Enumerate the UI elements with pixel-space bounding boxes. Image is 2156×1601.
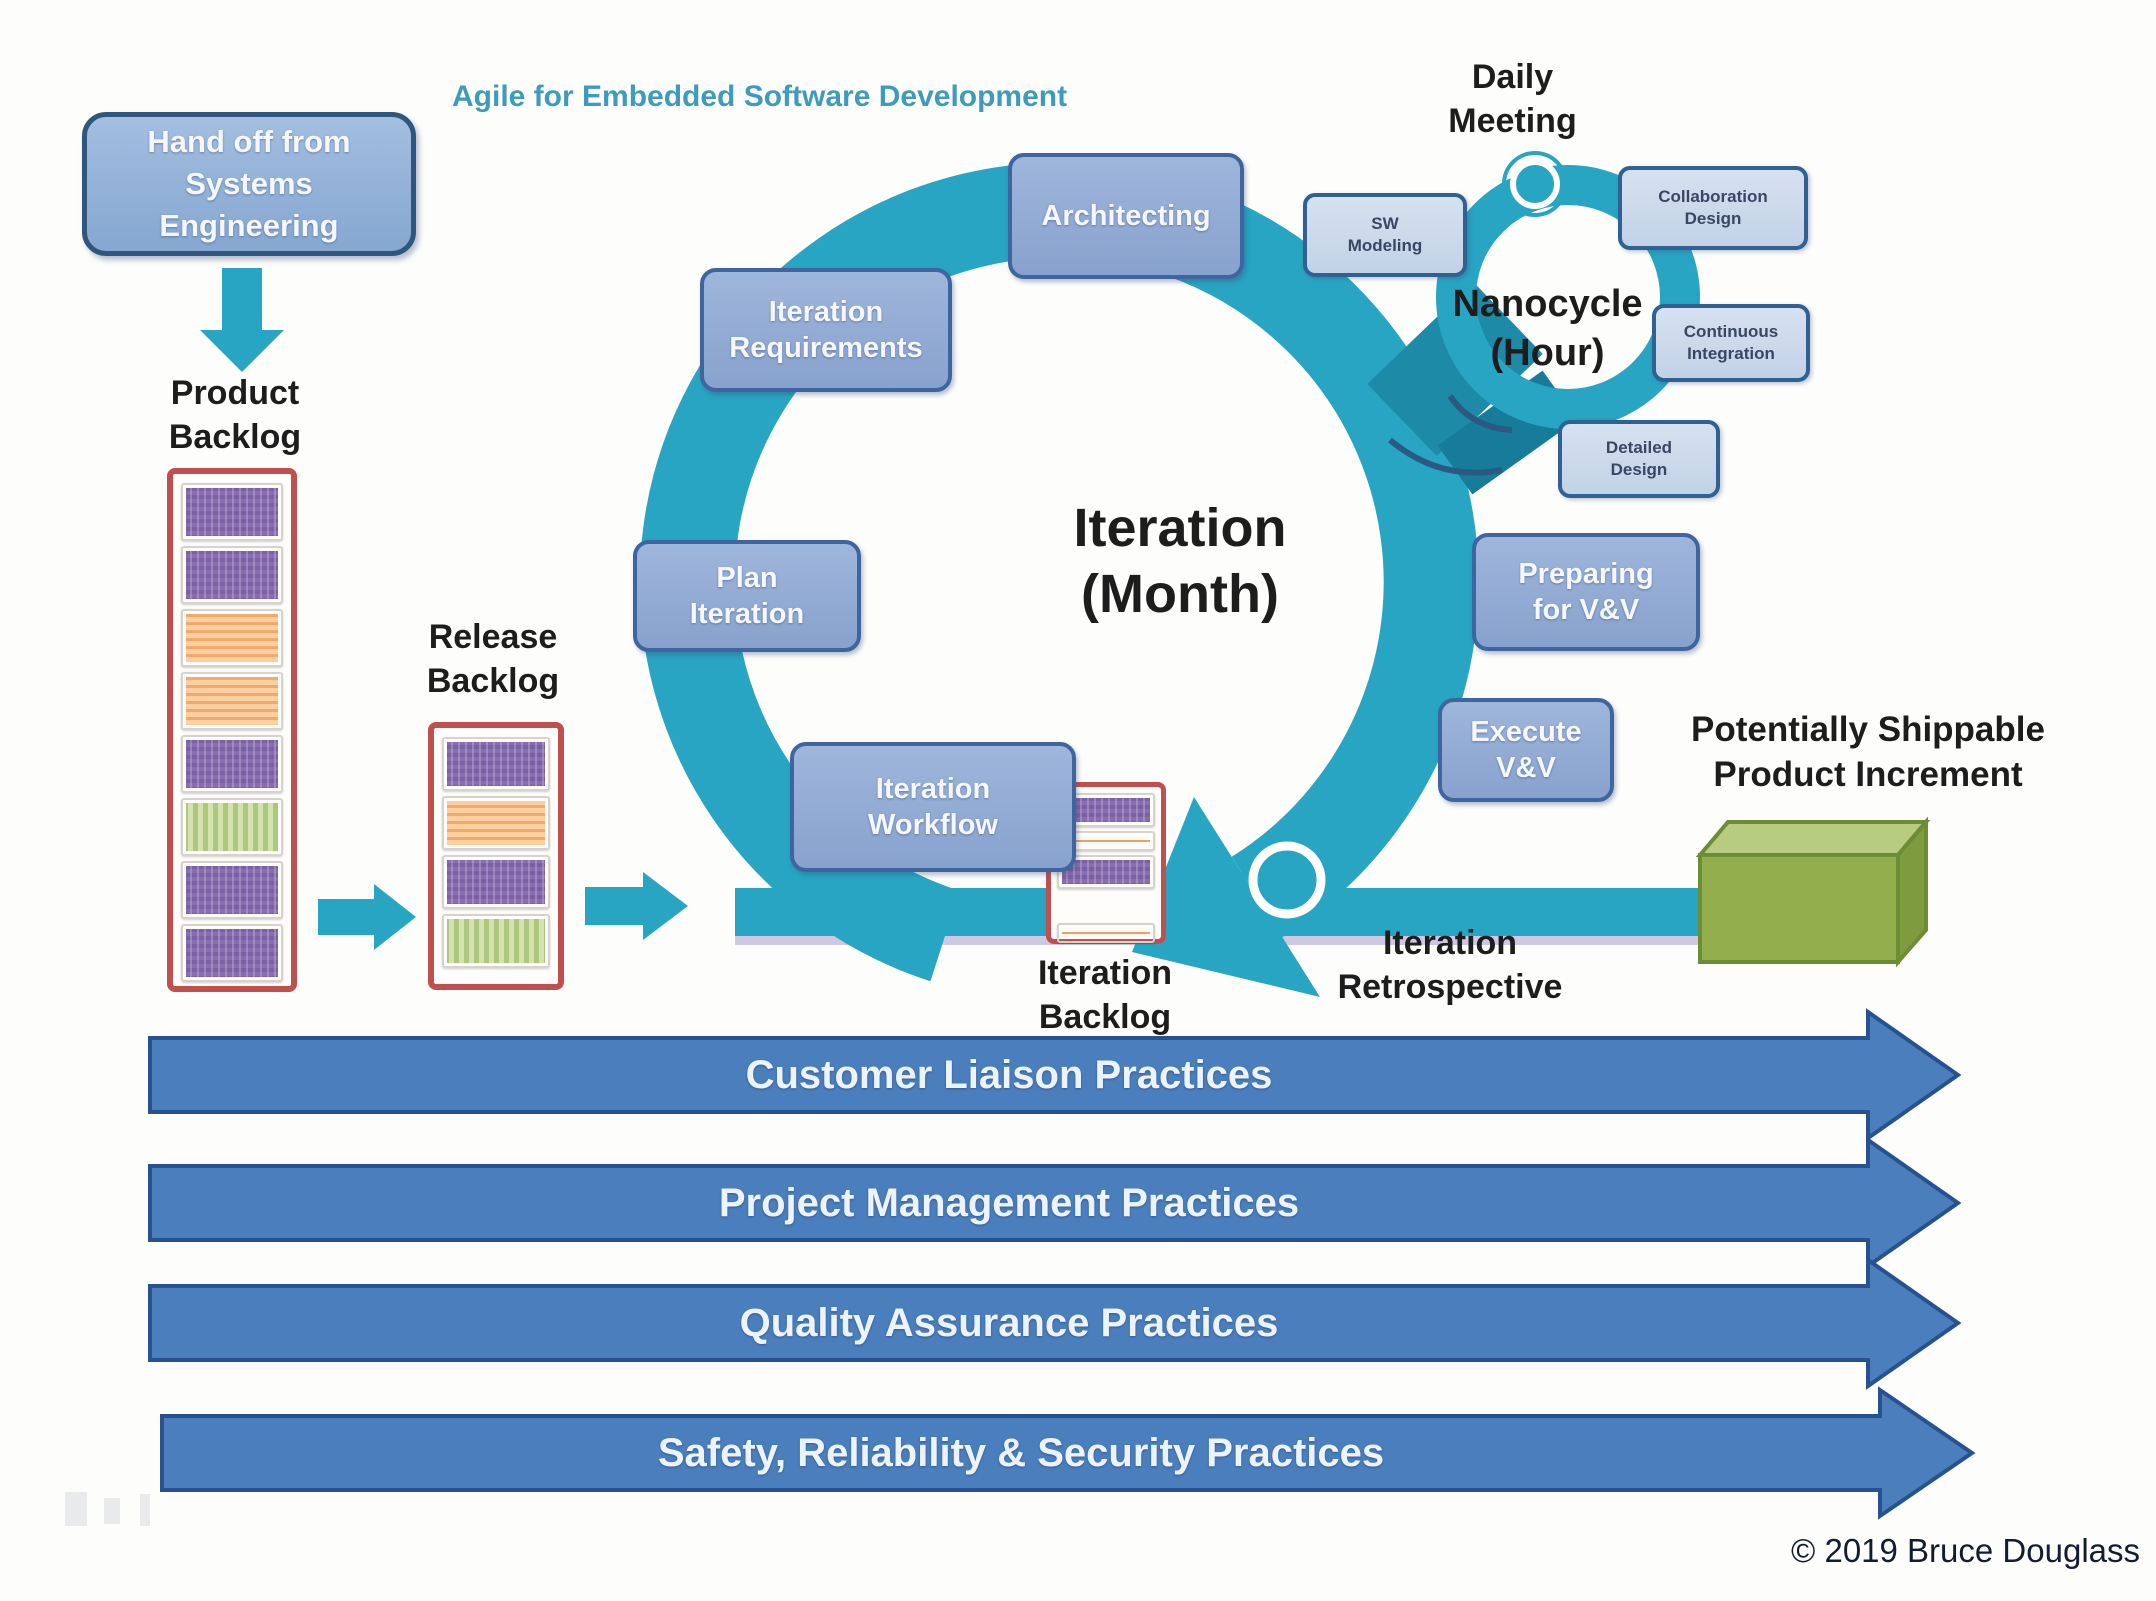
down-arrow-icon — [200, 330, 284, 372]
backlog-card-purple — [181, 861, 283, 919]
daily-meeting-label: Daily Meeting — [1448, 58, 1577, 140]
shippable-increment-label: Potentially Shippable Product Increment — [1691, 710, 2045, 794]
watermark-marks — [104, 1498, 120, 1524]
backlog-card-gap — [1057, 893, 1155, 919]
watermark-marks — [140, 1494, 150, 1526]
nano-stage-detailed-design: Detailed Design — [1558, 420, 1720, 498]
iteration-retrospective-label: Iteration Retrospective — [1337, 924, 1563, 1006]
cycle-arrowhead-icon — [1132, 797, 1320, 997]
stage-preparing-for-vv: Preparing for V&V — [1472, 533, 1700, 651]
practice-label-safety-reliability-security: Safety, Reliability & Security Practices — [657, 1430, 1385, 1475]
arrow-product-to-release-icon — [374, 884, 416, 950]
backlog-card-orange — [181, 672, 283, 730]
release-backlog — [428, 722, 564, 990]
nano-stage-collaboration-design: Collaboration Design — [1618, 166, 1808, 250]
nanocycle-ring — [1436, 165, 1700, 429]
watermark-marks — [65, 1492, 87, 1526]
practice-label-quality-assurance: Quality Assurance Practices — [739, 1300, 1279, 1345]
backlog-card-purple — [442, 855, 550, 909]
nano-stage-continuous-integration: Continuous Integration — [1652, 304, 1810, 382]
backlog-card-green — [442, 914, 550, 968]
flow-bar-shadow — [735, 936, 1907, 945]
backlog-card-purple — [181, 924, 283, 982]
connector-chevron-icon — [1447, 394, 1513, 433]
daily-meeting-marker-outer — [1502, 151, 1568, 217]
iteration-backlog-label: Iteration Backlog — [1037, 954, 1173, 1036]
practice-arrow-project-management — [148, 1136, 1962, 1270]
practice-arrow-quality-assurance — [148, 1256, 1962, 1390]
copyright-text: © 2019 Bruce Douglass — [1790, 1532, 2140, 1569]
connector-chevron-icon — [1388, 437, 1503, 476]
arrow-release-to-flow-icon — [643, 872, 688, 940]
practice-label-project-management: Project Management Practices — [718, 1180, 1300, 1225]
retrospective-marker-icon — [1248, 841, 1326, 919]
arrow-product-to-release-shaft — [318, 899, 374, 935]
backlog-card-purple — [1057, 793, 1155, 827]
practice-label-customer-liaison: Customer Liaison Practices — [745, 1052, 1273, 1097]
diagram-title: Agile for Embedded Software Development — [452, 80, 1068, 113]
handoff-box: Hand off from Systems Engineering — [82, 112, 416, 256]
increment-cube-icon — [1698, 853, 1900, 964]
backlog-card-purple — [181, 546, 283, 604]
nanocycle-connector — [1367, 281, 1543, 457]
down-arrow-shaft — [222, 268, 262, 332]
increment-cube-top — [1695, 820, 1931, 857]
iteration-month-label: Iteration (Month) — [1073, 498, 1287, 624]
practice-arrow-safety-reliability-security — [160, 1386, 1976, 1520]
product-backlog-label: Product Backlog — [168, 374, 302, 456]
backlog-card-green — [181, 798, 283, 856]
stage-iteration-workflow: Iteration Workflow — [790, 742, 1076, 872]
stage-execute-vv: Execute V&V — [1438, 698, 1614, 802]
backlog-card-purple — [181, 483, 283, 541]
stage-architecting: Architecting — [1008, 153, 1244, 279]
backlog-card-orange — [181, 609, 283, 667]
product-backlog — [167, 468, 297, 992]
backlog-card-purple — [1057, 855, 1155, 889]
backlog-card-orange — [442, 796, 550, 850]
nanocycle-hour-label: Nanocycle (Hour) — [1452, 283, 1643, 374]
backlog-card-purple — [181, 735, 283, 793]
daily-meeting-marker-icon — [1510, 159, 1560, 209]
arrow-release-to-flow-shaft — [585, 887, 643, 925]
stage-plan-iteration: Plan Iteration — [633, 540, 861, 652]
nano-stage-sw-modeling: SW Modeling — [1303, 193, 1467, 277]
backlog-card-lines — [1057, 923, 1155, 943]
backlog-card-purple — [442, 737, 550, 791]
release-backlog-label: Release Backlog — [426, 618, 560, 700]
practice-arrow-customer-liaison — [148, 1008, 1962, 1142]
retrospective-marker-outer — [1240, 833, 1334, 927]
stage-iteration-requirements: Iteration Requirements — [700, 268, 952, 392]
